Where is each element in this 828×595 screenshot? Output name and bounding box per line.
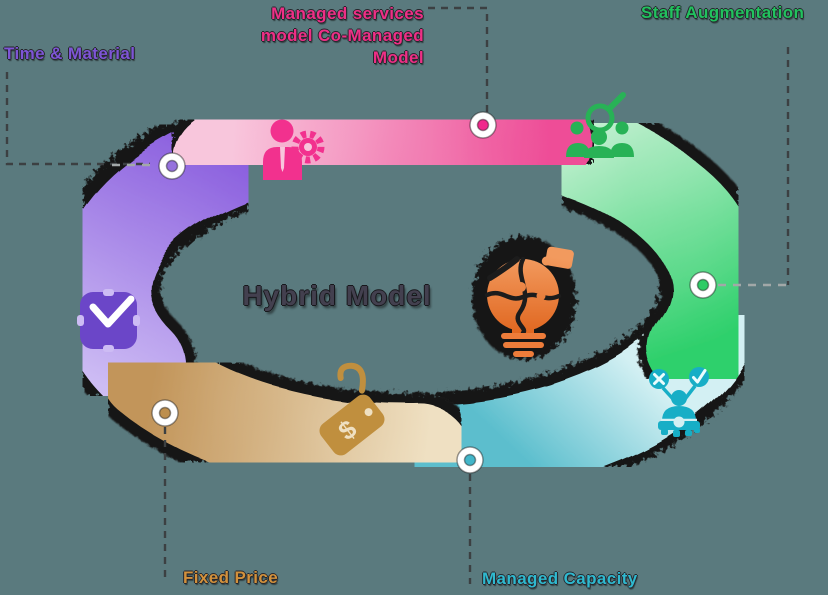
- x-mark: [653, 373, 665, 385]
- puzzle-lightbulb-icon: [472, 236, 576, 360]
- marker-managed-services: [469, 111, 497, 139]
- price-tag-icon: $: [319, 362, 385, 456]
- clock-stamp-icon: [77, 289, 140, 352]
- diagram-title: Hybrid Model: [242, 280, 432, 311]
- marker-staff-augmentation: [689, 271, 717, 299]
- label-managed-services-line2: model Co-Managed: [260, 26, 424, 45]
- marker-managed-capacity: [456, 446, 484, 474]
- detached-puzzle-piece: [541, 246, 574, 269]
- marker-fixed-price: [151, 399, 179, 427]
- label-staff-augmentation: Staff Augmentation: [641, 3, 805, 22]
- segment-band-managed-services: [173, 78, 592, 207]
- label-managed-services: Managed services model Co-Managed Model: [261, 3, 424, 69]
- segment-band-staff-augmentation: [535, 105, 765, 397]
- connector-managed-services: [428, 6, 489, 112]
- connector-time-and-material: [5, 72, 150, 166]
- manager-gear-icon: [263, 119, 325, 180]
- tie-glyph: [280, 147, 285, 172]
- label-managed-capacity: Managed Capacity: [482, 569, 638, 588]
- label-managed-services-line1: Managed services: [271, 4, 424, 23]
- marker-time-and-material: [158, 152, 186, 180]
- label-time-and-material: Time & Material: [4, 44, 136, 63]
- label-fixed-price: Fixed Price: [183, 568, 279, 587]
- check-mark: [692, 369, 707, 384]
- staff-search-icon: [566, 92, 634, 158]
- bulb-base-stripes: [501, 333, 546, 357]
- clock-hands: [89, 295, 135, 328]
- decision-gear-icon: [649, 367, 709, 437]
- label-managed-services-line3: Model: [372, 48, 424, 67]
- segment-band-fixed-price: [101, 327, 468, 498]
- tag-string-curl: [337, 362, 366, 394]
